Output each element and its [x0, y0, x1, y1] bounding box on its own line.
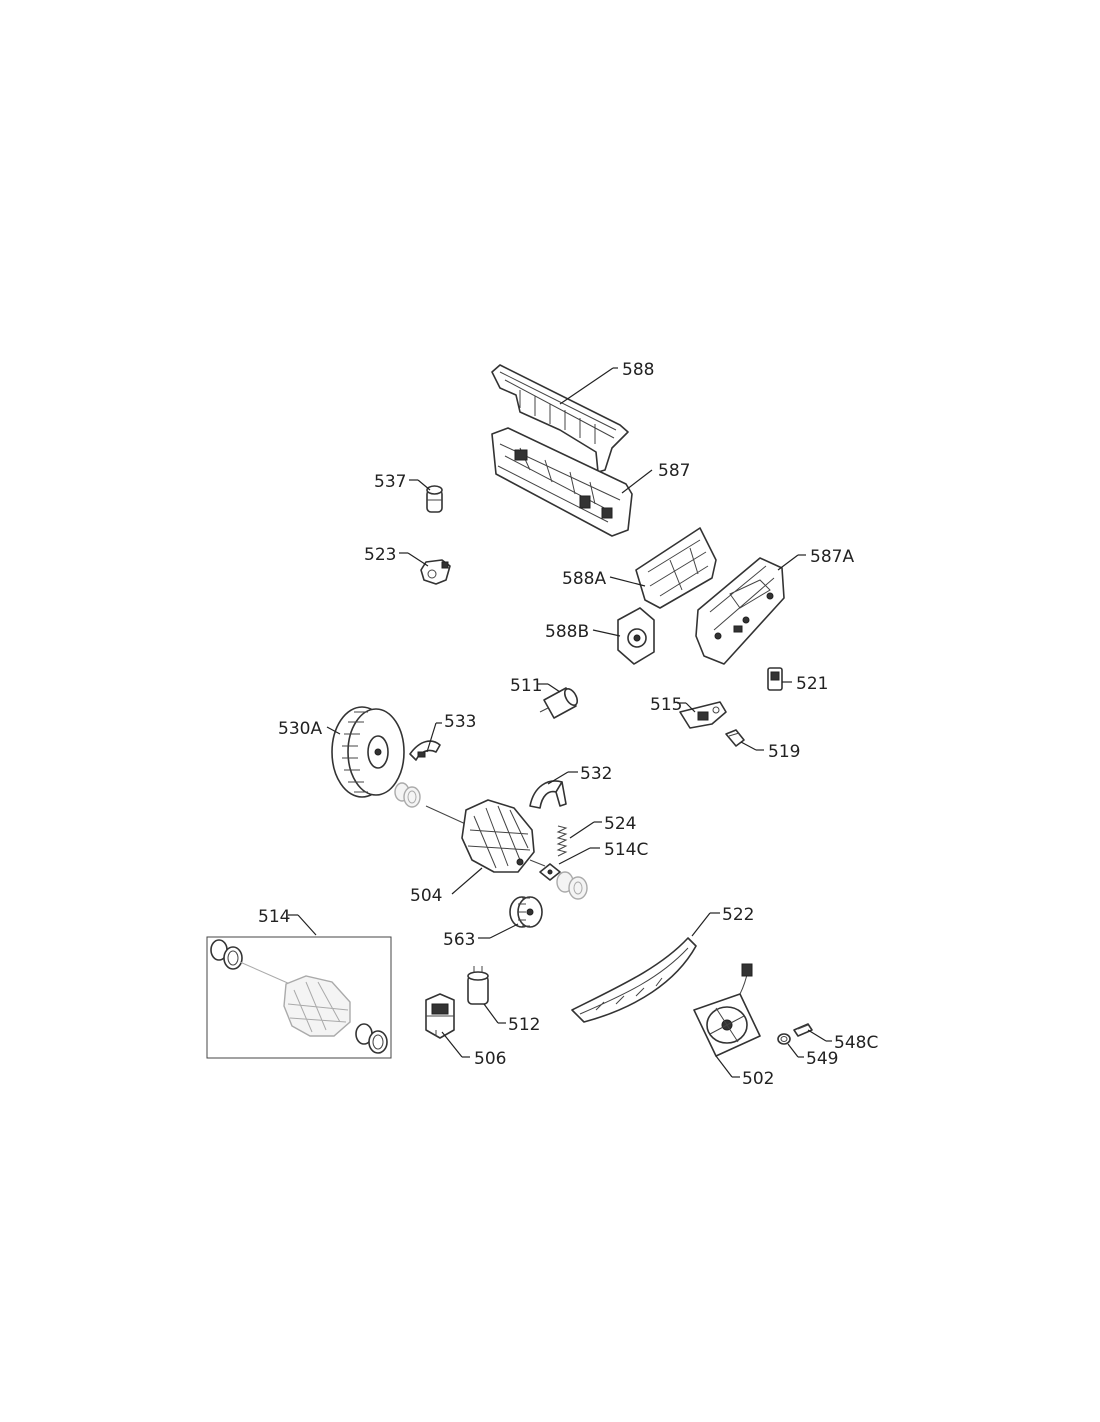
part-587A-display-board [695, 557, 785, 665]
label-533: 533 [444, 712, 476, 732]
part-522-air-duct [571, 937, 697, 1023]
label-512: 512 [508, 1015, 540, 1035]
label-587A: 587A [810, 547, 854, 567]
label-532: 532 [580, 764, 612, 784]
part-587-control-board [491, 427, 633, 537]
part-514-kit-box [206, 936, 392, 1059]
part-548C-bolt [793, 1023, 813, 1037]
leader-533 [426, 722, 437, 753]
leader-587A [777, 554, 799, 571]
label-549: 549 [806, 1049, 838, 1069]
label-506: 506 [474, 1049, 506, 1069]
part-533-clamp [409, 740, 441, 761]
part-532-holder [529, 780, 567, 809]
leader-588B [592, 629, 621, 637]
leader-537-b [417, 479, 431, 491]
part-523-clip [420, 559, 451, 585]
label-519: 519 [768, 742, 800, 762]
part-588A-bracket [635, 527, 717, 609]
part-549-nut [777, 1033, 791, 1045]
label-524: 524 [604, 814, 636, 834]
label-514: 514 [258, 907, 290, 927]
part-502-cooling-fan [693, 963, 761, 1057]
label-511: 511 [510, 676, 542, 696]
part-530A-fan-wheel [331, 706, 405, 798]
part-524-spring [556, 825, 568, 857]
leader-530A [326, 726, 341, 735]
leader-548C [807, 1029, 827, 1042]
label-523: 523 [364, 545, 396, 565]
label-515: 515 [650, 695, 682, 715]
part-515-bracket [679, 701, 727, 729]
leader-523-b [407, 552, 429, 567]
leader-511-b [547, 683, 561, 693]
part-588B-knob-module [617, 607, 655, 665]
part-511-sensor [539, 687, 579, 719]
part-537-filter [426, 485, 443, 513]
label-588B: 588B [545, 622, 589, 642]
label-522: 522 [722, 905, 754, 925]
label-530A: 530A [278, 719, 322, 739]
leader-549 [787, 1043, 799, 1058]
label-588: 588 [622, 360, 654, 380]
part-514C-washer [539, 863, 561, 881]
part-506-pump [425, 993, 455, 1039]
leader-563-b [489, 923, 519, 939]
part-bearing-rings-right [556, 871, 588, 900]
part-588-panel-cover [491, 364, 629, 473]
label-504: 504 [410, 886, 442, 906]
part-563-pulley [509, 896, 543, 928]
leader-512 [483, 1003, 499, 1024]
leader-515-b [685, 702, 696, 713]
part-521-switch [767, 667, 783, 691]
label-563: 563 [443, 930, 475, 950]
label-521: 521 [796, 674, 828, 694]
part-519-screw [725, 729, 745, 747]
leader-587 [621, 469, 653, 494]
leader-532 [547, 771, 569, 785]
part-bearing-rings-left [394, 782, 421, 808]
leader-522 [691, 912, 711, 937]
leader-588A [609, 576, 646, 587]
label-548C: 548C [834, 1033, 878, 1053]
leader-502 [715, 1055, 733, 1078]
label-502: 502 [742, 1069, 774, 1089]
leader-504 [451, 867, 483, 895]
label-587: 587 [658, 461, 690, 481]
leader-524 [569, 821, 595, 839]
leader-514-b [297, 914, 317, 936]
part-504-motor [425, 799, 546, 873]
leader-514C [558, 847, 591, 865]
leader-506 [441, 1031, 463, 1058]
label-514C: 514C [604, 840, 648, 860]
part-512-capacitor [467, 966, 489, 1005]
label-537: 537 [374, 472, 406, 492]
leader-588 [559, 367, 614, 405]
leader-519 [740, 741, 757, 751]
label-588A: 588A [562, 569, 606, 589]
